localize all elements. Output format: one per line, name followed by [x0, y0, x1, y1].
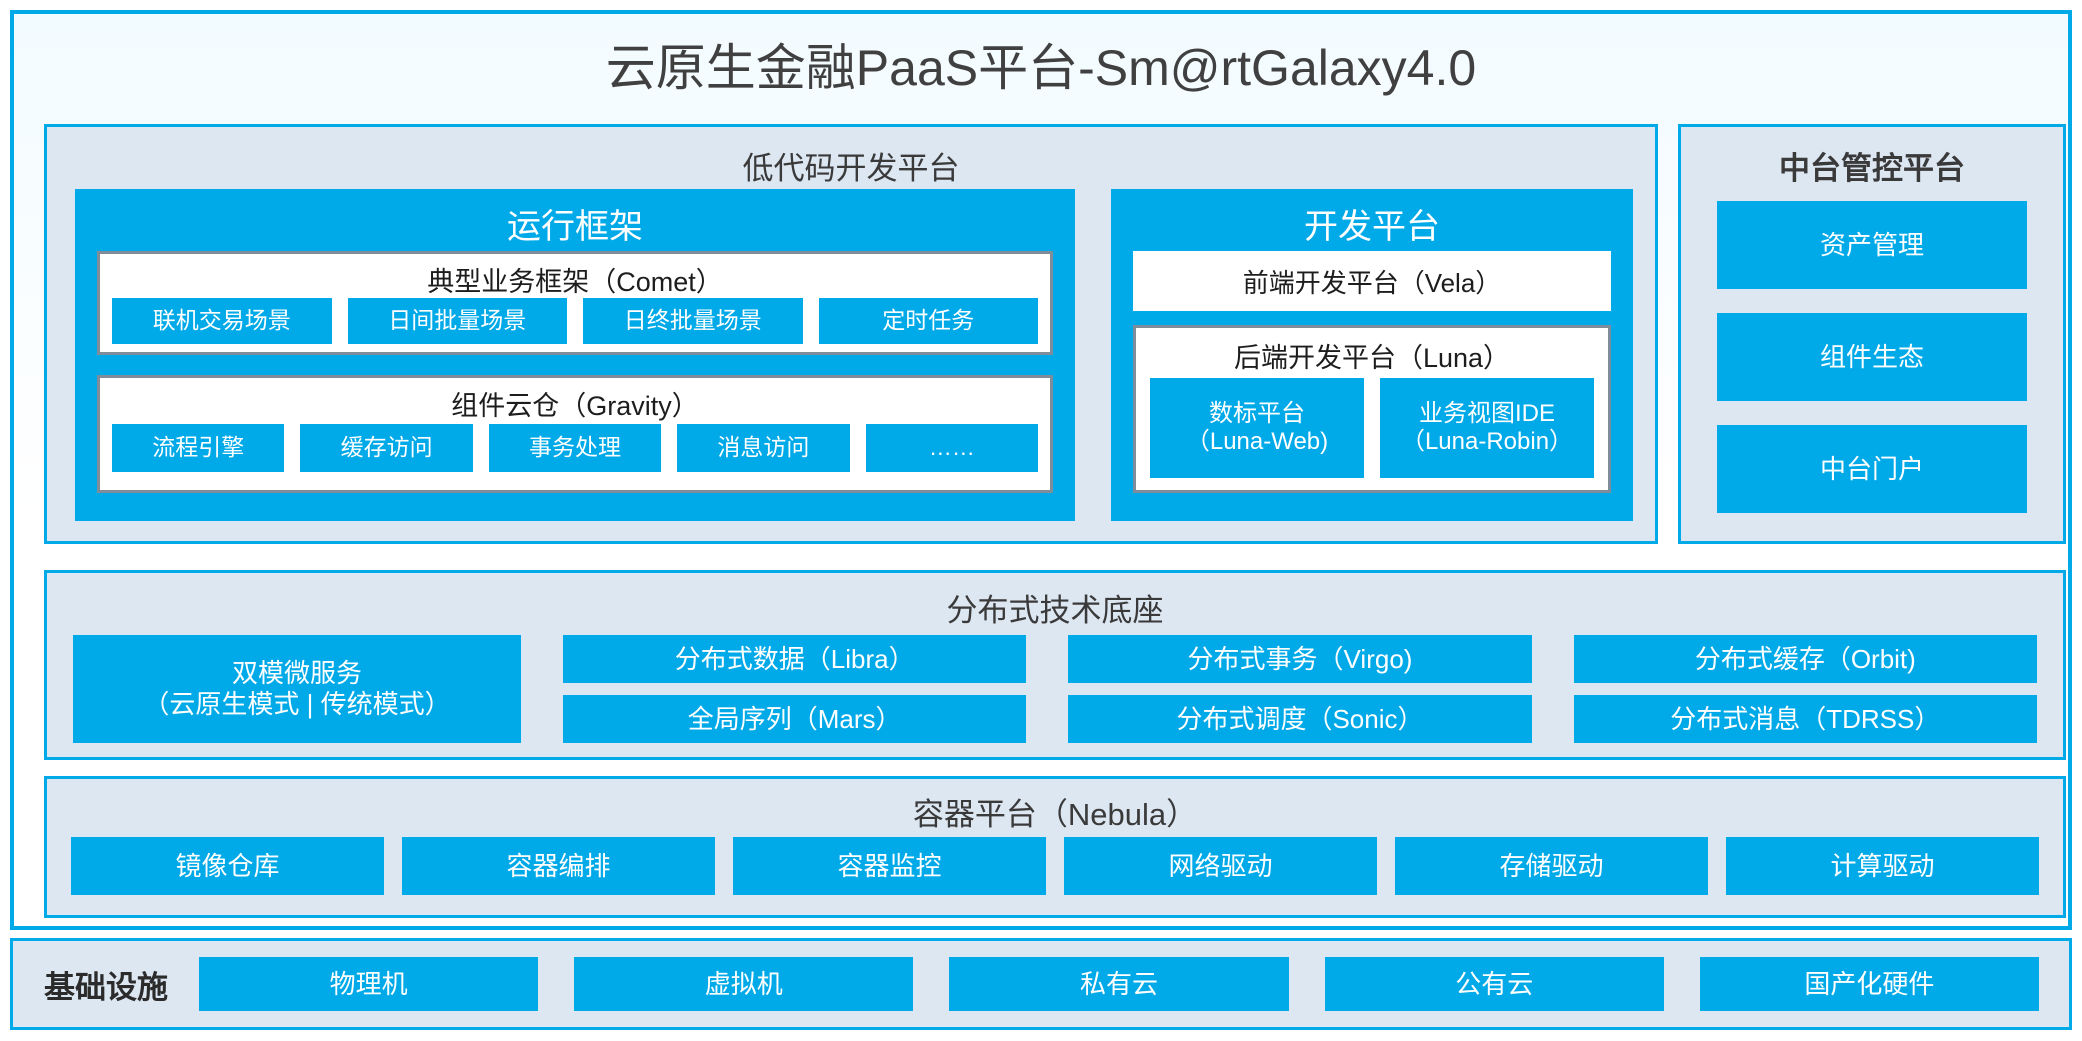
dual-mode-microservice-modes: （云原生模式 | 传统模式）: [143, 689, 451, 719]
comet-title: 典型业务框架（Comet）: [427, 267, 723, 297]
page-title: 云原生金融PaaS平台-Sm@rtGalaxy4.0: [605, 40, 1477, 96]
distributed-tech-base-title: 分布式技术底座: [946, 593, 1164, 628]
gravity-item-more-ellipsis[interactable]: ……: [865, 424, 1039, 472]
infrastructure-label: 基础设施: [44, 969, 168, 1005]
gravity-component-cloud-box: 组件云仓（Gravity） 流程引擎 缓存访问 事务处理 消息访问 ……: [97, 375, 1053, 493]
midoffice-item-portal[interactable]: 中台门户: [1717, 425, 2027, 513]
gravity-item-message-access[interactable]: 消息访问: [677, 424, 850, 472]
comet-item-eod-batch[interactable]: 日终批量场景: [583, 298, 803, 344]
infrastructure-item-physical-machine[interactable]: 物理机: [199, 957, 539, 1011]
container-item-storage-driver[interactable]: 存储驱动: [1395, 837, 1708, 895]
infrastructure-item-virtual-machine[interactable]: 虚拟机: [574, 957, 914, 1011]
gravity-item-cache-access[interactable]: 缓存访问: [300, 424, 473, 472]
platform-outer-frame: 云原生金融PaaS平台-Sm@rtGalaxy4.0 低代码开发平台 运行框架 …: [10, 10, 2072, 930]
comet-item-scheduled-task[interactable]: 定时任务: [818, 298, 1038, 344]
gravity-item-row: 流程引擎 缓存访问 事务处理 消息访问 ……: [112, 424, 1039, 472]
midoffice-control-platform-panel: 中台管控平台 资产管理 组件生态 中台门户: [1678, 124, 2066, 544]
distributed-col-2: 分布式事务（Virgo) 分布式调度（Sonic）: [1068, 635, 1532, 743]
distributed-message-tdrss[interactable]: 分布式消息（TDRSS）: [1573, 695, 2037, 743]
runtime-framework-title: 运行框架: [507, 208, 643, 246]
container-item-image-registry[interactable]: 镜像仓库: [71, 837, 384, 895]
backend-dev-platform-luna-box: 后端开发平台（Luna） 数标平台 （Luna-Web) 业务视图IDE （Lu…: [1133, 325, 1611, 493]
luna-robin-name: 业务视图IDE: [1418, 399, 1555, 427]
comet-business-framework-box: 典型业务框架（Comet） 联机交易场景 日间批量场景 日终批量场景 定时任务: [97, 251, 1053, 355]
dual-mode-microservice-col: 双模微服务 （云原生模式 | 传统模式）: [73, 635, 521, 743]
infrastructure-panel: 基础设施 物理机 虚拟机 私有云 公有云 国产化硬件: [10, 938, 2072, 1030]
midoffice-item-asset-management[interactable]: 资产管理: [1717, 201, 2027, 289]
distributed-col-1: 分布式数据（Libra） 全局序列（Mars）: [563, 635, 1027, 743]
dual-mode-microservice-box[interactable]: 双模微服务 （云原生模式 | 传统模式）: [73, 635, 521, 743]
container-item-row: 镜像仓库 容器编排 容器监控 网络驱动 存储驱动 计算驱动: [71, 837, 2039, 895]
distributed-cache-orbit[interactable]: 分布式缓存（Orbit): [1573, 635, 2037, 683]
luna-web-code: （Luna-Web): [1185, 428, 1329, 455]
distributed-data-libra[interactable]: 分布式数据（Libra）: [563, 635, 1027, 683]
frontend-dev-platform-vela[interactable]: 前端开发平台（Vela）: [1133, 251, 1611, 311]
distributed-tech-body: 双模微服务 （云原生模式 | 传统模式） 分布式数据（Libra） 全局序列（M…: [73, 635, 2037, 743]
midoffice-item-list: 资产管理 组件生态 中台门户: [1717, 201, 2027, 513]
container-item-monitoring[interactable]: 容器监控: [733, 837, 1046, 895]
gravity-item-process-engine[interactable]: 流程引擎: [112, 424, 285, 472]
distributed-col-3: 分布式缓存（Orbit) 分布式消息（TDRSS）: [1573, 635, 2037, 743]
gravity-item-transaction-processing[interactable]: 事务处理: [488, 424, 662, 472]
development-platform-panel: 开发平台 前端开发平台（Vela） 后端开发平台（Luna） 数标平台 （Lun…: [1111, 189, 1633, 521]
distributed-scheduling-sonic[interactable]: 分布式调度（Sonic）: [1068, 695, 1532, 743]
container-item-orchestration[interactable]: 容器编排: [402, 837, 715, 895]
infrastructure-item-private-cloud[interactable]: 私有云: [949, 957, 1289, 1011]
lowcode-platform-title: 低代码开发平台: [742, 151, 960, 186]
luna-item-data-standard-platform[interactable]: 数标平台 （Luna-Web): [1150, 378, 1364, 478]
luna-item-row: 数标平台 （Luna-Web) 业务视图IDE （Luna-Robin）: [1150, 378, 1594, 478]
infrastructure-item-public-cloud[interactable]: 公有云: [1324, 957, 1664, 1011]
global-sequence-mars[interactable]: 全局序列（Mars）: [563, 695, 1027, 743]
dual-mode-microservice-name: 双模微服务: [231, 658, 362, 689]
gravity-title: 组件云仓（Gravity）: [451, 391, 699, 421]
container-item-network-driver[interactable]: 网络驱动: [1064, 837, 1377, 895]
infrastructure-item-row: 物理机 虚拟机 私有云 公有云 国产化硬件: [199, 957, 2069, 1011]
lowcode-platform-panel: 低代码开发平台 运行框架 典型业务框架（Comet） 联机交易场景 日间批量场景…: [44, 124, 1658, 544]
luna-title: 后端开发平台（Luna）: [1233, 343, 1511, 373]
luna-web-name: 数标平台: [1209, 399, 1305, 427]
container-item-compute-driver[interactable]: 计算驱动: [1726, 837, 2039, 895]
distributed-tech-base-panel: 分布式技术底座 双模微服务 （云原生模式 | 传统模式） 分布式数据（Libra…: [44, 570, 2066, 760]
midoffice-control-platform-title: 中台管控平台: [1779, 151, 1965, 186]
comet-item-row: 联机交易场景 日间批量场景 日终批量场景 定时任务: [112, 298, 1038, 344]
luna-item-business-view-ide[interactable]: 业务视图IDE （Luna-Robin）: [1380, 378, 1594, 478]
distributed-transaction-virgo[interactable]: 分布式事务（Virgo): [1068, 635, 1532, 683]
comet-item-intraday-batch[interactable]: 日间批量场景: [347, 298, 567, 344]
container-platform-title: 容器平台（Nebula）: [912, 797, 1198, 832]
development-platform-title: 开发平台: [1304, 208, 1440, 246]
midoffice-item-component-ecosystem[interactable]: 组件生态: [1717, 313, 2027, 401]
comet-item-online-transaction[interactable]: 联机交易场景: [112, 298, 332, 344]
runtime-framework-panel: 运行框架 典型业务框架（Comet） 联机交易场景 日间批量场景 日终批量场景 …: [75, 189, 1075, 521]
luna-robin-code: （Luna-Robin）: [1400, 428, 1574, 455]
infrastructure-item-domestic-hardware[interactable]: 国产化硬件: [1699, 957, 2040, 1011]
container-platform-panel: 容器平台（Nebula） 镜像仓库 容器编排 容器监控 网络驱动 存储驱动 计算…: [44, 776, 2066, 918]
